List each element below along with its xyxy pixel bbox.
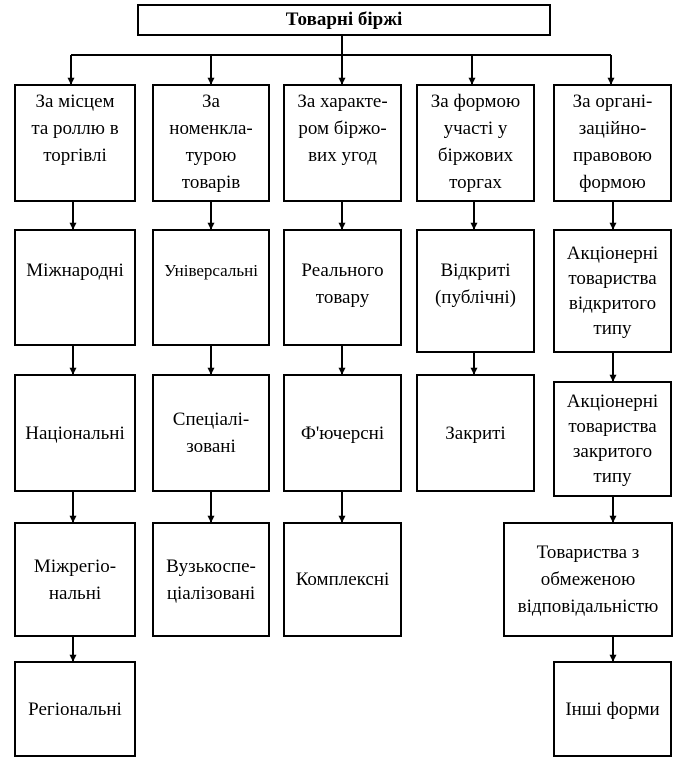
node-international: Міжнародні	[14, 229, 136, 346]
node-real-commodity: Реального товару	[283, 229, 402, 346]
category-label-line: заційно-	[578, 118, 647, 139]
node-label: Закриті	[445, 422, 506, 444]
node-regional: Регіональні	[14, 661, 136, 757]
node-label: ціалізовані	[166, 582, 256, 604]
node-complex: Комплексні	[283, 522, 402, 637]
category-box-legal-form: За органі- заційно- правовою формою	[553, 84, 672, 202]
category-label-line: За формою	[430, 91, 521, 112]
node-label: Ф'ючерсні	[300, 422, 385, 444]
category-label-line: ром біржо-	[298, 118, 387, 139]
node-open-public: Відкриті (публічні)	[416, 229, 535, 353]
node-label: типу	[593, 466, 632, 487]
category-label-line: участі у	[443, 118, 508, 139]
category-box-participation-form: За формою участі у біржових торгах	[416, 84, 535, 202]
category-label-line: торгівлі	[43, 145, 107, 166]
node-open-joint-stock: Акціонерні товариства відкритого типу	[553, 229, 672, 353]
category-label-line: За місцем	[35, 91, 115, 112]
node-closed-joint-stock: Акціонерні товариства закритого типу	[553, 381, 672, 497]
node-interregional: Міжрегіо- нальні	[14, 522, 136, 637]
node-label: типу	[593, 318, 632, 339]
category-label-line: товарів	[181, 172, 241, 193]
node-label: товариства	[568, 268, 657, 289]
node-label: товару	[315, 287, 370, 308]
node-label: Спеціалі-	[172, 409, 250, 430]
node-label: Комплексні	[295, 569, 390, 590]
node-label: закритого	[572, 441, 653, 462]
node-label: Інші форми	[565, 698, 660, 720]
node-label: товариства	[568, 416, 657, 437]
node-label: нальні	[48, 582, 102, 604]
category-label-line: турою	[185, 145, 237, 166]
category-label-line: та роллю в	[31, 118, 119, 139]
node-label: Міжнародні	[26, 260, 124, 281]
node-futures: Ф'ючерсні	[283, 374, 402, 492]
node-label: Товариства з	[536, 542, 640, 563]
category-label-line: номенкла-	[169, 118, 253, 139]
node-narrowly-specialized: Вузькоспе- ціалізовані	[152, 522, 270, 637]
category-box-nomenclature: За номенкла- турою товарів	[152, 84, 270, 202]
node-limited-liability: Товариства з обмеженою відповідальністю	[503, 522, 673, 637]
node-label: Акціонерні	[566, 391, 659, 412]
category-box-deal-type: За характе- ром біржо- вих угод	[283, 84, 402, 202]
category-label-line: За органі-	[572, 91, 653, 112]
node-closed: Закриті	[416, 374, 535, 492]
node-label: Реального	[301, 260, 384, 281]
node-national: Національні	[14, 374, 136, 492]
category-box-location-role: За місцем та роллю в торгівлі	[14, 84, 136, 202]
title-box: Товарні біржі	[137, 4, 551, 36]
node-label: обмеженою	[540, 569, 636, 590]
node-label: Акціонерні	[566, 243, 659, 264]
node-other-forms: Інші форми	[553, 661, 672, 757]
category-label-line: За	[202, 91, 220, 112]
node-label: Міжрегіо-	[33, 555, 117, 577]
node-universal: Універсальні	[152, 229, 270, 346]
diagram-title: Товарні біржі	[285, 9, 403, 30]
node-label: (публічні)	[434, 287, 517, 308]
category-label-line: вих угод	[308, 145, 377, 166]
category-label-line: торгах	[449, 172, 502, 193]
category-label-line: біржових	[437, 145, 514, 166]
category-label-line: правовою	[573, 145, 652, 166]
node-label: зовані	[186, 436, 236, 457]
node-label: відкритого	[568, 293, 657, 314]
node-label: відповідальністю	[517, 596, 659, 617]
node-label: Вузькоспе-	[166, 555, 256, 577]
category-label-line: формою	[579, 172, 646, 193]
node-specialized: Спеціалі- зовані	[152, 374, 270, 492]
node-label: Відкриті	[440, 260, 511, 281]
category-label-line: За характе-	[297, 91, 388, 112]
node-label: Універсальні	[164, 261, 258, 280]
node-label: Національні	[25, 422, 125, 444]
node-label: Регіональні	[28, 698, 122, 720]
